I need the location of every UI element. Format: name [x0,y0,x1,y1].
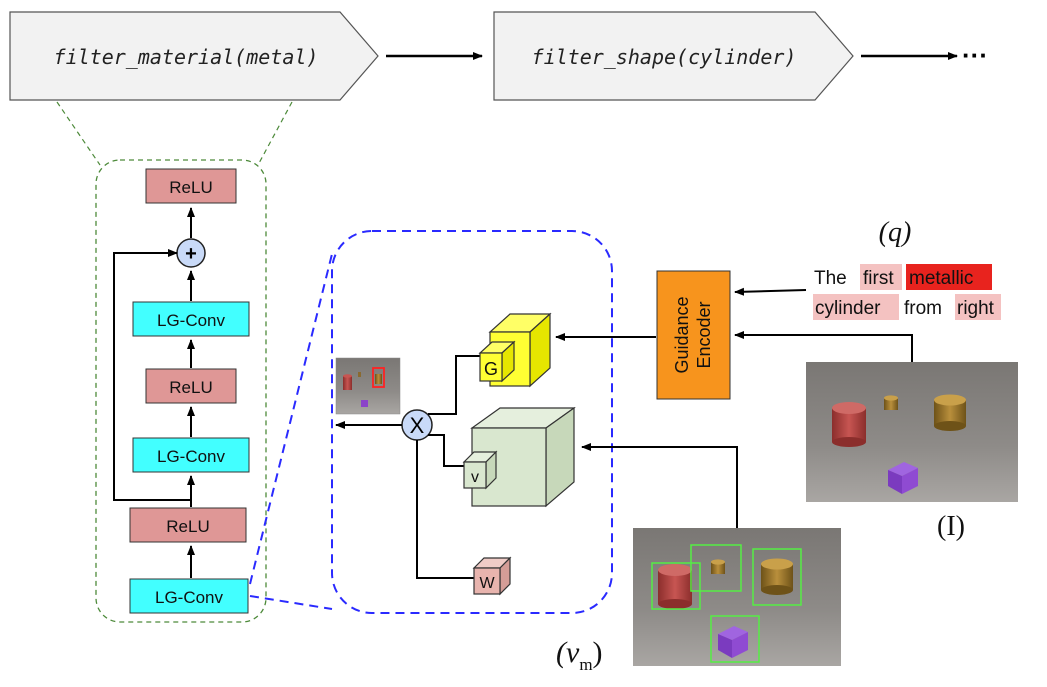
query-word-the: The [814,268,847,289]
bbox-red-cylinder [651,562,701,610]
lgconv-block-1 [129,578,249,614]
zoom-line-top [249,253,333,585]
lgconv-label-1: LG-Conv [155,588,224,607]
word-metallic-highlight [906,264,992,290]
program-step-1-box [9,11,379,101]
relu-label-top: ReLU [169,178,212,197]
arrow-query-to-encoder [734,287,807,296]
connector-v [428,434,464,467]
connector-w [416,440,474,579]
connector-g [428,355,480,415]
relu-label-1: ReLU [166,517,209,536]
w-label: W [479,575,495,592]
query-label: (q) [879,217,912,248]
program-step-2-box [493,11,854,101]
residual-skip-line [113,249,191,501]
query-word-first: first [863,268,894,289]
query-word-cylinder: cylinder [815,298,881,319]
g-label: G [484,359,498,379]
word-first-highlight [860,264,902,290]
v-label: v [471,469,479,486]
input-image [806,362,1018,502]
bbox-purple-cube [710,615,760,663]
output-thumbnail [335,357,401,415]
guidance-encoder-text: Guidance Encoder [672,296,714,373]
plus-symbol: + [185,243,197,265]
arrow-image-to-encoder [734,331,913,362]
g-small-cube [478,340,516,383]
relu-block-2 [145,368,237,404]
program-step-1-label: filter_material(metal) [54,45,319,69]
relu-block-1 [129,507,247,543]
lgconv-label-3: LG-Conv [157,311,226,330]
image-label: (I) [937,511,965,542]
query-word-right: right [957,298,995,319]
relu-block-top [145,168,237,204]
query-word-metallic: metallic [909,268,973,289]
lgconv-label-2: LG-Conv [157,447,226,466]
program-ellipsis: ··· [962,40,988,70]
guidance-encoder-line1: Guidance [672,296,692,373]
w-cube [472,556,512,596]
thumbnail-highlight-box [372,367,385,388]
lgconv-block-3 [132,301,250,337]
guidance-encoder-line2: Encoder [694,301,714,368]
arrow-features-to-v [581,443,738,528]
v-small-cube [462,450,498,490]
query-word-from: from [904,298,942,319]
relu-label-2: ReLU [169,378,212,397]
bbox-large-gold-cylinder [752,548,802,606]
attention-container [331,230,613,614]
lgconv-block-2 [132,437,250,473]
word-cylinder-highlight [813,294,899,320]
word-right-highlight [955,294,1001,320]
multiply-symbol: X [410,413,425,438]
zoom-line-right [257,101,293,166]
guidance-encoder-block [656,270,731,400]
zoom-line-left [56,101,101,166]
visual-features-image [633,528,841,666]
zoom-line-bottom [249,595,333,610]
bbox-small-gold-cylinder [690,544,742,592]
features-label: (vm) [556,636,603,674]
program-step-2-label: filter_shape(cylinder) [532,45,797,69]
